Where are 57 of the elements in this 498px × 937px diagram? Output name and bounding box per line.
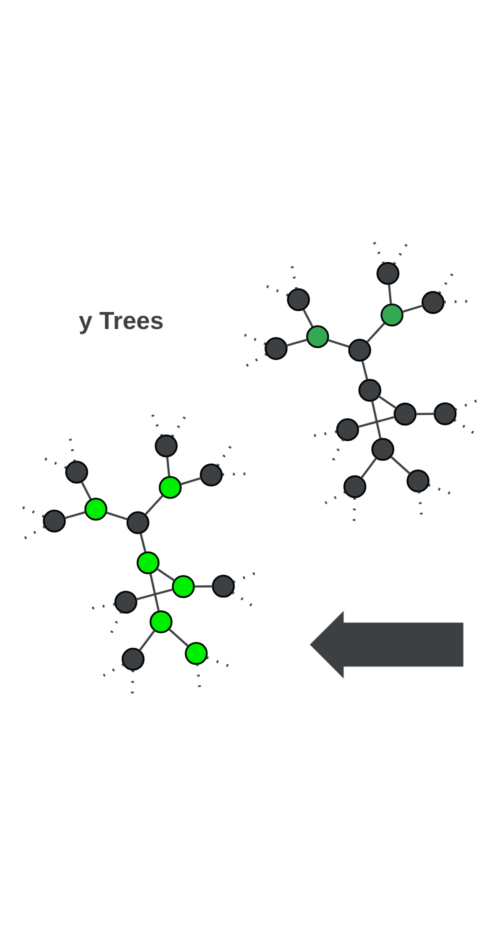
node-circle bbox=[422, 291, 444, 314]
connector bbox=[286, 338, 308, 347]
connector bbox=[358, 416, 395, 428]
node-circle bbox=[65, 460, 88, 484]
label: y Trees bbox=[78, 308, 164, 336]
node-circle bbox=[380, 304, 404, 326]
connector bbox=[361, 360, 368, 380]
node-circle bbox=[348, 338, 372, 362]
connector bbox=[140, 533, 146, 552]
node-circle bbox=[114, 590, 138, 614]
connector bbox=[360, 457, 378, 479]
node-circle bbox=[172, 575, 195, 598]
node-circle bbox=[336, 418, 360, 442]
connector bbox=[328, 339, 350, 348]
node-circle bbox=[126, 511, 150, 534]
connector bbox=[388, 284, 392, 304]
node-circle bbox=[371, 438, 394, 461]
node-circle bbox=[264, 337, 288, 360]
connector bbox=[416, 412, 434, 416]
node-circle bbox=[150, 610, 172, 634]
connector bbox=[390, 456, 411, 474]
node-circle bbox=[84, 498, 108, 521]
connector bbox=[366, 322, 386, 343]
connector bbox=[156, 568, 176, 582]
node-circle bbox=[154, 434, 178, 458]
connector bbox=[371, 400, 382, 439]
connector bbox=[64, 511, 86, 520]
node-circle bbox=[287, 288, 310, 312]
connector bbox=[136, 588, 174, 600]
connector bbox=[144, 494, 164, 516]
connector bbox=[138, 630, 156, 652]
connector bbox=[106, 512, 128, 520]
connector bbox=[402, 304, 424, 313]
node-circle bbox=[184, 642, 208, 665]
connector bbox=[149, 573, 160, 612]
node-circle bbox=[42, 510, 66, 532]
node-circle bbox=[394, 402, 417, 426]
connector bbox=[166, 456, 170, 476]
connector bbox=[168, 628, 189, 647]
connector bbox=[428, 484, 454, 496]
node-arrow bbox=[310, 610, 464, 678]
node-circle bbox=[343, 475, 366, 498]
node-circle bbox=[122, 648, 145, 671]
node-circle bbox=[358, 378, 382, 402]
node-circle bbox=[376, 262, 400, 285]
node-circle bbox=[158, 476, 182, 499]
node-circle bbox=[406, 470, 430, 492]
node-circle bbox=[200, 464, 223, 486]
connector bbox=[378, 395, 397, 410]
node-circle bbox=[136, 551, 160, 574]
node-circle bbox=[306, 325, 330, 348]
connector bbox=[302, 309, 314, 328]
connector bbox=[80, 482, 92, 500]
node-circle bbox=[434, 402, 457, 426]
connector bbox=[194, 585, 213, 588]
connector bbox=[180, 477, 202, 486]
node-circle bbox=[212, 574, 235, 598]
